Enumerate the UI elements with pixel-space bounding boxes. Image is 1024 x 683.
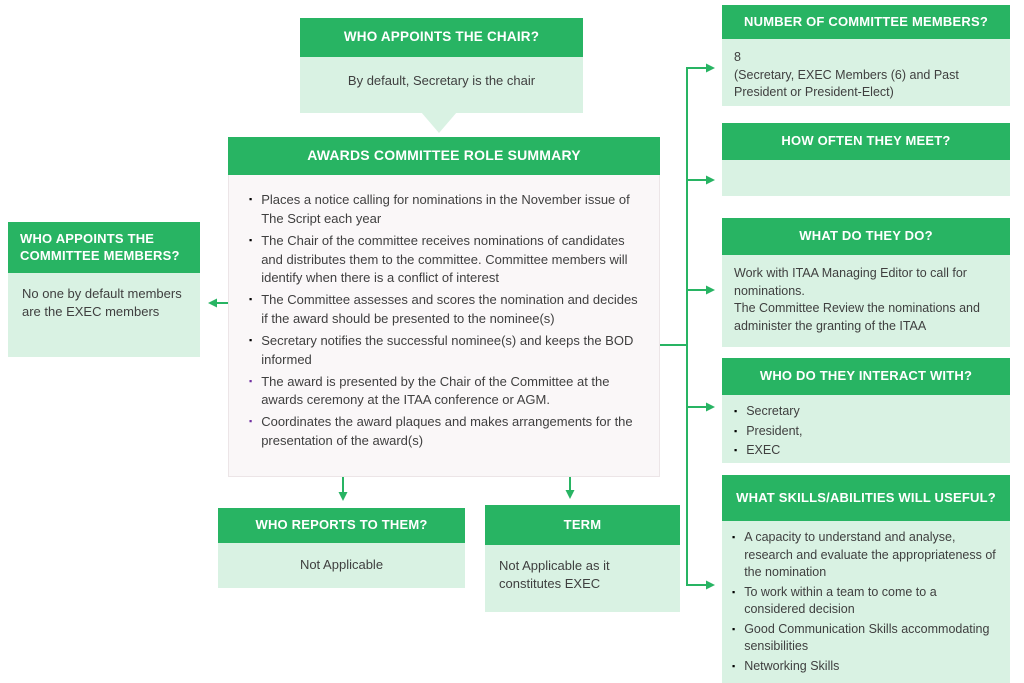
what-do-they-do-box: WHAT DO THEY DO? Work with ITAA Managing…: [722, 218, 1010, 347]
how-often-meet-body: [722, 160, 1010, 196]
what-do-they-do-title: WHAT DO THEY DO?: [722, 218, 1010, 255]
who-appoints-members-body: No one by default members are the EXEC m…: [8, 273, 200, 357]
skills-bullet-text: Networking Skills: [744, 658, 840, 673]
skills-bullet-text: Good Communication Skills accommodating …: [744, 621, 990, 654]
term-box: TERM Not Applicable as it constitutes EX…: [485, 505, 680, 612]
who-reports-body: Not Applicable: [218, 543, 465, 588]
who-appoints-chair-box: WHO APPOINTS THE CHAIR? By default, Secr…: [300, 18, 583, 113]
square-bullet-icon: ▪: [249, 375, 253, 386]
skills-abilities-body: ▪ A capacity to understand and analyse, …: [722, 521, 1010, 683]
skills-abilities-title: WHAT SKILLS/ABILITIES WILL USEFUL?: [722, 475, 1010, 521]
skills-bullet-item: ▪ To work within a team to come to a con…: [732, 584, 1000, 619]
awards-committee-summary-body: ▪ Places a notice calling for nomination…: [228, 175, 660, 477]
awards-committee-summary-title: AWARDS COMMITTEE ROLE SUMMARY: [228, 137, 660, 175]
square-bullet-icon: ▪: [732, 660, 736, 671]
summary-bullet-text: Coordinates the award plaques and makes …: [261, 414, 633, 449]
summary-bullet-list: ▪ Places a notice calling for nomination…: [249, 191, 645, 451]
interact-bullet-text: EXEC: [746, 443, 781, 457]
who-interact-with-body: ▪ Secretary ▪ President, ▪ EXEC: [722, 395, 1010, 463]
summary-bullet-item: ▪ The award is presented by the Chair of…: [249, 373, 645, 411]
square-bullet-icon: ▪: [249, 294, 253, 305]
skills-abilities-box: WHAT SKILLS/ABILITIES WILL USEFUL? ▪ A c…: [722, 475, 1010, 683]
square-bullet-icon: ▪: [734, 406, 738, 416]
what-do-they-do-body: Work with ITAA Managing Editor to call f…: [722, 255, 1010, 347]
how-often-meet-title: HOW OFTEN THEY MEET?: [722, 123, 1010, 160]
who-appoints-chair-title: WHO APPOINTS THE CHAIR?: [300, 18, 583, 57]
summary-bullet-item: ▪ Coordinates the award plaques and make…: [249, 413, 645, 451]
summary-bullet-text: The Committee assesses and scores the no…: [261, 292, 638, 327]
how-often-meet-box: HOW OFTEN THEY MEET?: [722, 123, 1010, 196]
skills-bullet-text: A capacity to understand and analyse, re…: [744, 530, 996, 579]
who-appoints-members-title: WHO APPOINTS THE COMMITTEE MEMBERS?: [8, 222, 200, 273]
interact-bullet-item: ▪ Secretary: [734, 403, 998, 421]
skills-bullet-item: ▪ A capacity to understand and analyse, …: [732, 529, 1000, 582]
skills-bullet-text: To work within a team to come to a consi…: [744, 584, 937, 617]
square-bullet-icon: ▪: [249, 194, 253, 204]
summary-bullet-item: ▪ Places a notice calling for nomination…: [249, 191, 645, 229]
summary-bullet-item: ▪ The Committee assesses and scores the …: [249, 291, 645, 329]
summary-bullet-text: The award is presented by the Chair of t…: [261, 373, 610, 408]
skills-bullet-item: ▪ Good Communication Skills accommodatin…: [732, 621, 1000, 656]
number-of-members-body: 8 (Secretary, EXEC Members (6) and Past …: [722, 39, 1010, 106]
interact-bullet-text: Secretary: [746, 404, 800, 418]
interact-bullet-item: ▪ President,: [734, 423, 998, 441]
term-title: TERM: [485, 505, 680, 545]
who-reports-title: WHO REPORTS TO THEM?: [218, 508, 465, 543]
summary-bullet-text: The Chair of the committee receives nomi…: [261, 232, 628, 286]
callout-triangle: [421, 112, 457, 133]
square-bullet-icon: ▪: [249, 334, 253, 345]
square-bullet-icon: ▪: [732, 623, 736, 634]
who-reports-box: WHO REPORTS TO THEM? Not Applicable: [218, 508, 465, 588]
who-appoints-chair-body: By default, Secretary is the chair: [300, 57, 583, 113]
term-body: Not Applicable as it constitutes EXEC: [485, 545, 680, 612]
summary-bullet-text: Places a notice calling for nominations …: [261, 192, 630, 226]
who-interact-with-box: WHO DO THEY INTERACT WITH? ▪ Secretary ▪…: [722, 358, 1010, 463]
square-bullet-icon: ▪: [732, 532, 736, 542]
summary-bullet-item: ▪ The Chair of the committee receives no…: [249, 232, 645, 289]
summary-bullet-text: Secretary notifies the successful nomine…: [261, 332, 634, 367]
interact-bullet-list: ▪ Secretary ▪ President, ▪ EXEC: [734, 403, 998, 460]
skills-bullet-list: ▪ A capacity to understand and analyse, …: [732, 529, 1000, 675]
square-bullet-icon: ▪: [249, 416, 253, 427]
number-of-members-title: NUMBER OF COMMITTEE MEMBERS?: [722, 5, 1010, 39]
interact-bullet-item: ▪ EXEC: [734, 442, 998, 460]
who-interact-with-title: WHO DO THEY INTERACT WITH?: [722, 358, 1010, 395]
square-bullet-icon: ▪: [732, 586, 736, 597]
awards-committee-summary-box: AWARDS COMMITTEE ROLE SUMMARY ▪ Places a…: [228, 137, 660, 477]
square-bullet-icon: ▪: [734, 445, 738, 455]
who-appoints-members-box: WHO APPOINTS THE COMMITTEE MEMBERS? No o…: [8, 222, 200, 357]
skills-bullet-item: ▪ Networking Skills: [732, 658, 1000, 676]
square-bullet-icon: ▪: [734, 425, 738, 436]
number-of-members-box: NUMBER OF COMMITTEE MEMBERS? 8 (Secretar…: [722, 5, 1010, 106]
square-bullet-icon: ▪: [249, 234, 253, 245]
interact-bullet-text: President,: [746, 423, 803, 438]
summary-bullet-item: ▪ Secretary notifies the successful nomi…: [249, 332, 645, 370]
